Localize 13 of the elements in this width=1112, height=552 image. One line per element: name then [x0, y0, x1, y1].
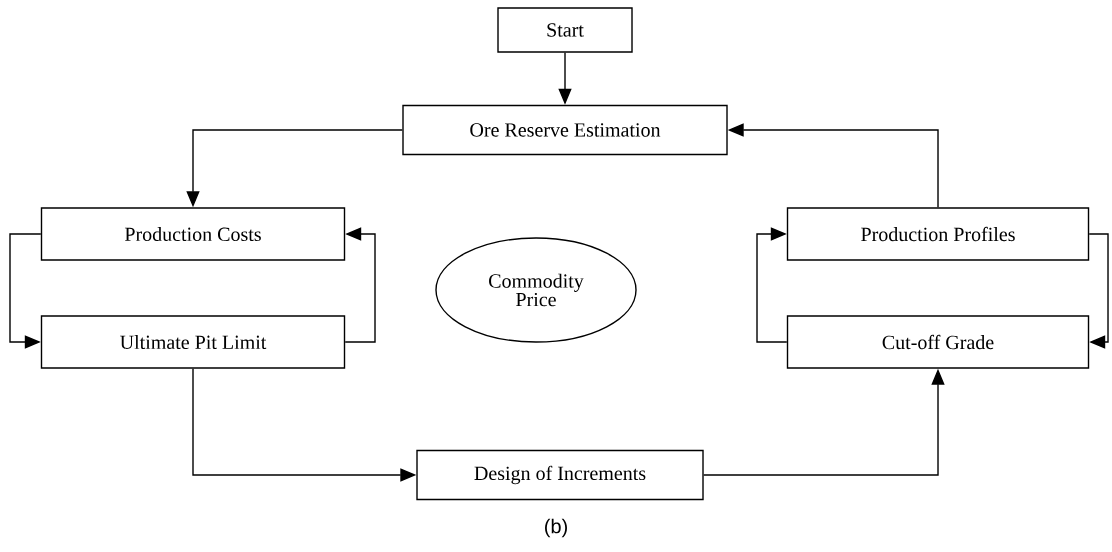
- arrow: [344, 227, 376, 343]
- arrow: [9, 233, 42, 349]
- caption: (b): [545, 518, 567, 538]
- process-box: Design of Increments: [416, 449, 704, 501]
- process-box: Start: [497, 7, 633, 53]
- process-box: Production Profiles: [786, 207, 1090, 261]
- arrow: [756, 227, 788, 343]
- process-box: Cut-off Grade: [786, 315, 1090, 369]
- process-box: Production Costs: [40, 207, 346, 261]
- ellipse-node: Commodity Price: [435, 237, 637, 343]
- process-box: Ultimate Pit Limit: [40, 315, 346, 369]
- arrow: [1088, 233, 1109, 349]
- process-box: Ore Reserve Estimation: [402, 104, 728, 156]
